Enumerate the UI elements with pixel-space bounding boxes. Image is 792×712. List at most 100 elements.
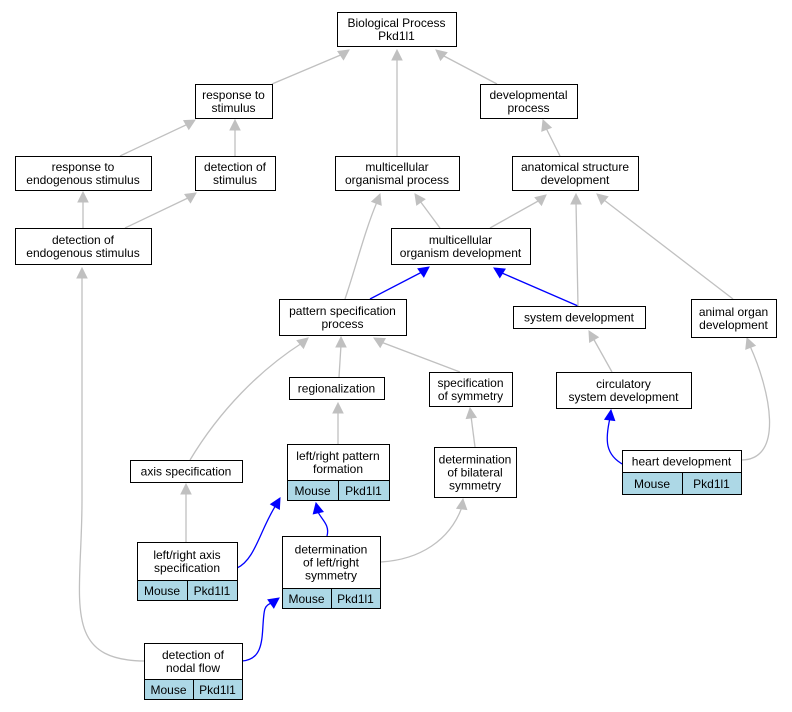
node-as[interactable]: axis specification (130, 460, 243, 483)
annotation-gene-cell (187, 580, 238, 601)
edge-hd-to-csd (603, 408, 625, 466)
node-reg[interactable]: regionalization (289, 377, 385, 400)
edge-hd-to-aod (740, 336, 771, 461)
node-label-line: organismal process (345, 173, 449, 187)
node-label-line: axis specification (141, 465, 232, 479)
arrowhead-icon (76, 266, 88, 279)
node-box (434, 447, 517, 498)
node-label-line: heart development (632, 455, 732, 469)
node-label-line: development (541, 173, 610, 187)
arrowhead-icon (296, 337, 309, 350)
edge-lrpf-to-reg (332, 401, 344, 444)
edge-dnf-to-dlrs (241, 597, 280, 662)
node-box (691, 299, 777, 338)
node-label-line: detection of (204, 160, 267, 174)
node-label-line: Pkd1l1 (378, 29, 415, 43)
node-box (279, 299, 407, 336)
edge-line (606, 417, 625, 466)
edge-line (545, 127, 561, 157)
arrowhead-icon (269, 497, 281, 511)
node-box (195, 84, 273, 119)
node-label-line: of left/right (303, 556, 360, 570)
node-box (282, 536, 381, 589)
arrowhead-icon (182, 119, 196, 131)
arrowhead-icon (588, 330, 600, 344)
edge-line (603, 199, 734, 300)
annotation-species: Mouse (144, 584, 180, 598)
arrowhead-icon (534, 194, 547, 207)
node-label-line: Biological Process (347, 16, 445, 30)
edge-psp-to-mop (344, 192, 382, 300)
node-box (289, 377, 385, 400)
node-box (391, 228, 531, 265)
edge-line (380, 341, 461, 373)
annotation-gene: Pkd1l1 (345, 484, 382, 498)
edge-dnf-to-des (76, 266, 145, 662)
node-label-line: symmetry (449, 479, 501, 493)
node-label-line: specification (437, 376, 503, 390)
node-label-line: process (321, 317, 363, 331)
edge-lras-to-as (180, 482, 192, 542)
node-box (337, 12, 457, 47)
edge-line (419, 200, 441, 229)
edge-line (379, 506, 463, 563)
annotation-gene: Pkd1l1 (194, 584, 231, 598)
edge-reg-to-psp (335, 335, 347, 378)
arrowhead-icon (370, 192, 382, 206)
edge-line (338, 344, 342, 378)
annotation-gene-cell (331, 588, 381, 609)
node-box (287, 444, 390, 481)
node-label-line: determination (439, 453, 512, 467)
arrowhead-icon (373, 337, 387, 349)
arrowhead-icon (745, 336, 757, 350)
edge-line (344, 201, 378, 300)
node-label-line: left/right axis (153, 548, 220, 562)
node-box (512, 156, 639, 191)
arrowhead-icon (541, 118, 553, 132)
edge-line (241, 602, 273, 662)
edge-line (592, 337, 613, 373)
edge-ds-to-rs (229, 118, 241, 156)
node-box (513, 306, 646, 329)
node-label-line: of symmetry (438, 389, 503, 403)
node-box (556, 372, 692, 409)
edge-asd-to-dp (541, 118, 561, 157)
node-label-line: multicellular (365, 160, 428, 174)
arrowhead-icon (335, 335, 347, 348)
node-sd[interactable]: system development (513, 306, 646, 329)
edge-rs-to-bp (271, 49, 350, 85)
arrowhead-icon (229, 118, 241, 131)
node-label-line: process (507, 101, 549, 115)
node-label-line: formation (313, 462, 363, 476)
edge-line (271, 53, 344, 85)
node-label-line: animal organ (699, 305, 768, 319)
node-label-line: system development (568, 390, 679, 404)
node-label-line: organism development (400, 246, 522, 260)
edge-line (189, 342, 303, 461)
arrowhead-icon (603, 408, 616, 422)
annotation-species: Mouse (288, 592, 324, 606)
node-label-line: endogenous stimulus (26, 246, 139, 260)
edge-mod-to-asd (489, 194, 547, 229)
arrowhead-icon (332, 401, 344, 414)
